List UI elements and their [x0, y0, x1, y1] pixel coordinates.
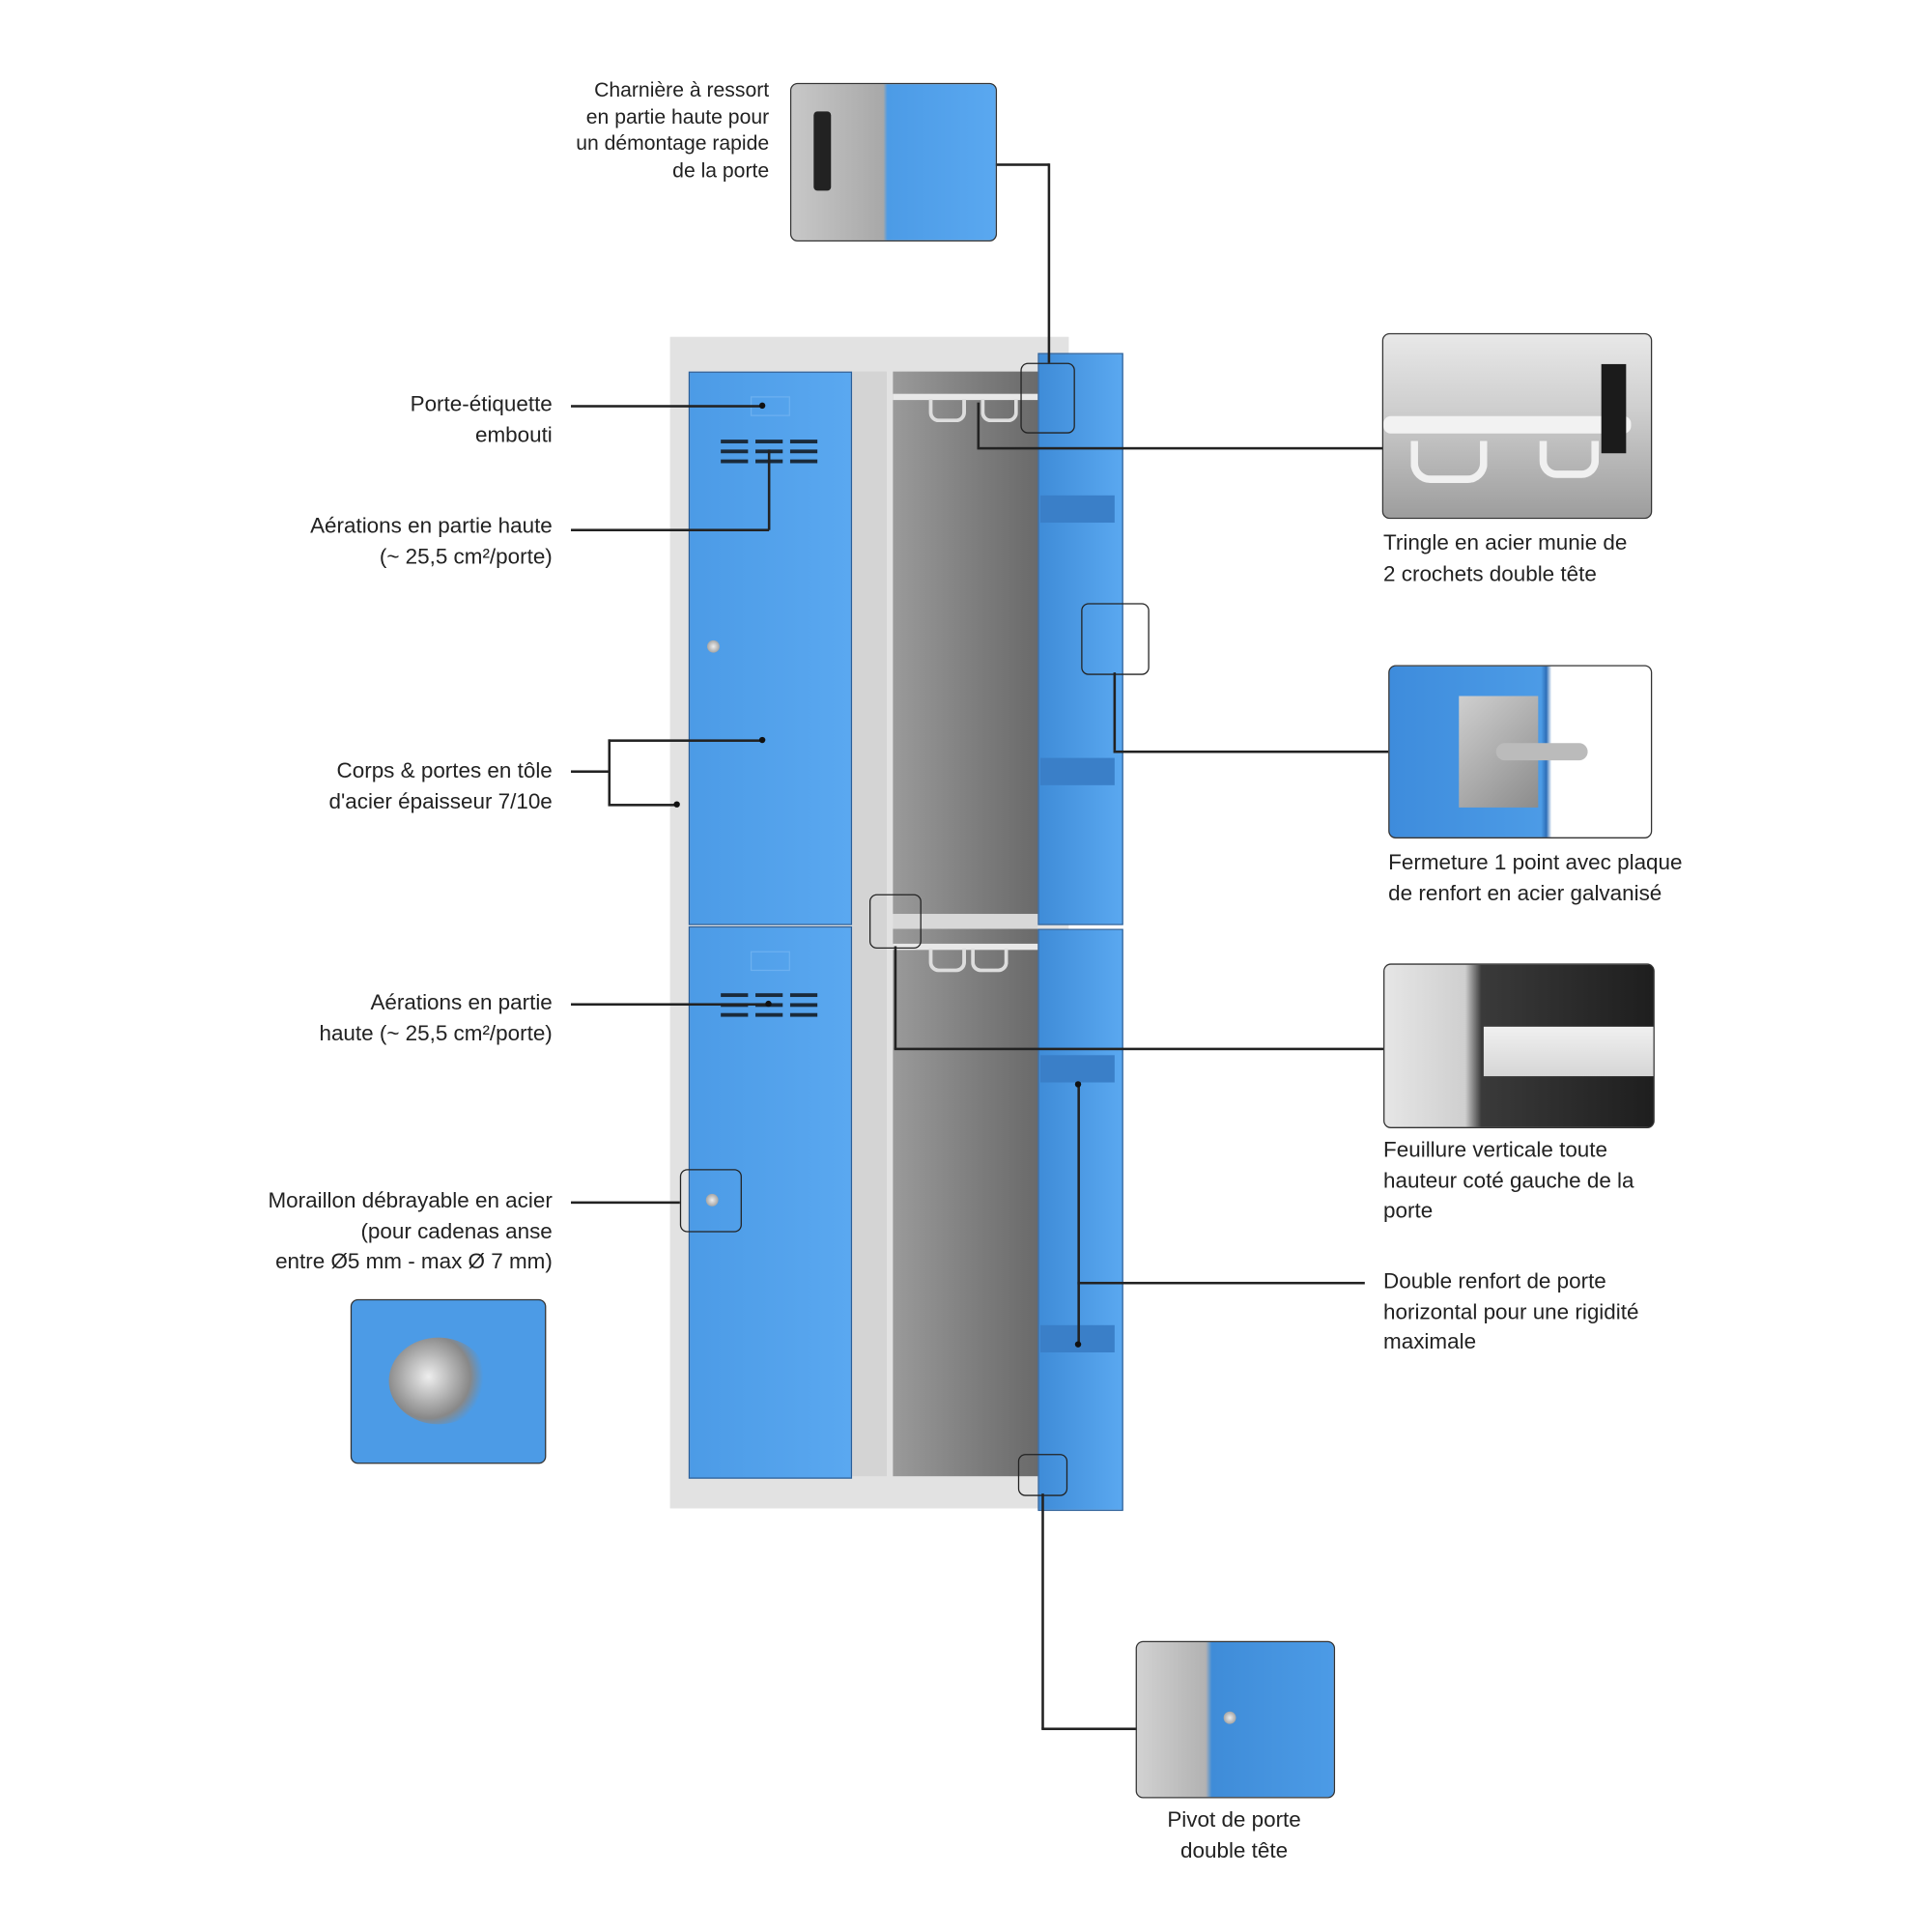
photo-rail: [1381, 332, 1653, 520]
vent-slot: [721, 1012, 749, 1017]
hanging-rail-lower: [893, 943, 1038, 951]
callout-lock: [1081, 603, 1150, 675]
hook-icon: [928, 949, 966, 973]
label-pivot: Pivot de porte double tête: [1167, 1806, 1301, 1862]
callout-pivot: [1017, 1454, 1068, 1496]
rail-bracket-icon: [1601, 363, 1627, 454]
vent-slot: [789, 993, 818, 998]
label-moraillon: Moraillon débrayable en acier (pour cade…: [268, 1187, 553, 1273]
lock-icon[interactable]: [705, 1193, 719, 1207]
label-aerations-haut: Aérations en partie haute (~ 25,5 cm²/po…: [310, 512, 553, 568]
label-fermeture: Fermeture 1 point avec plaque de renfort…: [1388, 849, 1683, 905]
vent-slot: [789, 1012, 818, 1017]
hook-icon: [1410, 440, 1488, 483]
right-lower-door-open[interactable]: [1037, 928, 1123, 1512]
photo-hinge: [789, 82, 998, 242]
label-charniere: Charnière à ressort en partie haute pour…: [576, 79, 770, 182]
label-porte-etiquette: Porte-étiquette embouti: [410, 391, 553, 447]
callout-hinge: [1020, 362, 1075, 434]
door-reinforcement: [1039, 1055, 1115, 1083]
vent-slot: [789, 449, 818, 454]
vent-slot: [721, 459, 749, 464]
rail-icon: [1383, 415, 1632, 434]
callout-rebate: [868, 894, 922, 950]
hook-icon: [928, 398, 966, 423]
latch-icon: [1495, 743, 1588, 761]
label-holder: [750, 951, 790, 972]
vent-slot: [789, 1003, 818, 1008]
label-double-renfort: Double renfort de porte horizontal pour …: [1383, 1267, 1639, 1354]
label-tringle: Tringle en acier munie de 2 crochets dou…: [1383, 529, 1628, 585]
shelf-icon: [1483, 1026, 1654, 1077]
door-reinforcement: [1039, 757, 1115, 785]
shelf: [893, 914, 1038, 929]
photo-pivot: [1135, 1640, 1336, 1799]
vent-slot: [789, 440, 818, 443]
interior-upper: [893, 371, 1038, 915]
photo-rebate: [1383, 963, 1655, 1128]
door-reinforcement: [1039, 495, 1115, 524]
hook-icon: [980, 398, 1018, 423]
vent-slot: [755, 993, 783, 998]
vent-slot: [721, 993, 749, 998]
label-corps: Corps & portes en tôle d'acier épaisseur…: [328, 757, 553, 813]
photo-hasp: [350, 1298, 547, 1464]
interior-lower: [893, 928, 1038, 1477]
vent-slot: [721, 1003, 749, 1008]
photo-lock: [1388, 665, 1653, 838]
vent-slot: [721, 449, 749, 454]
hasp-icon: [388, 1337, 489, 1425]
door-reinforcement: [1039, 1324, 1115, 1352]
vent-slot: [755, 1012, 783, 1017]
vent-slot: [789, 459, 818, 464]
lock-icon[interactable]: [707, 639, 720, 653]
hanging-rail-upper: [893, 393, 1038, 401]
label-feuillure: Feuillure verticale toute hauteur coté g…: [1383, 1136, 1634, 1223]
vent-slot: [721, 440, 749, 443]
hook-icon: [971, 949, 1009, 973]
callout-hasp: [679, 1169, 742, 1233]
hook-icon: [1539, 440, 1600, 478]
pivot-icon: [1223, 1711, 1236, 1724]
hinge-bracket-icon: [813, 111, 832, 191]
label-aerations-bas: Aérations en partie haute (~ 25,5 cm²/po…: [319, 989, 553, 1045]
vent-slot: [755, 440, 783, 443]
